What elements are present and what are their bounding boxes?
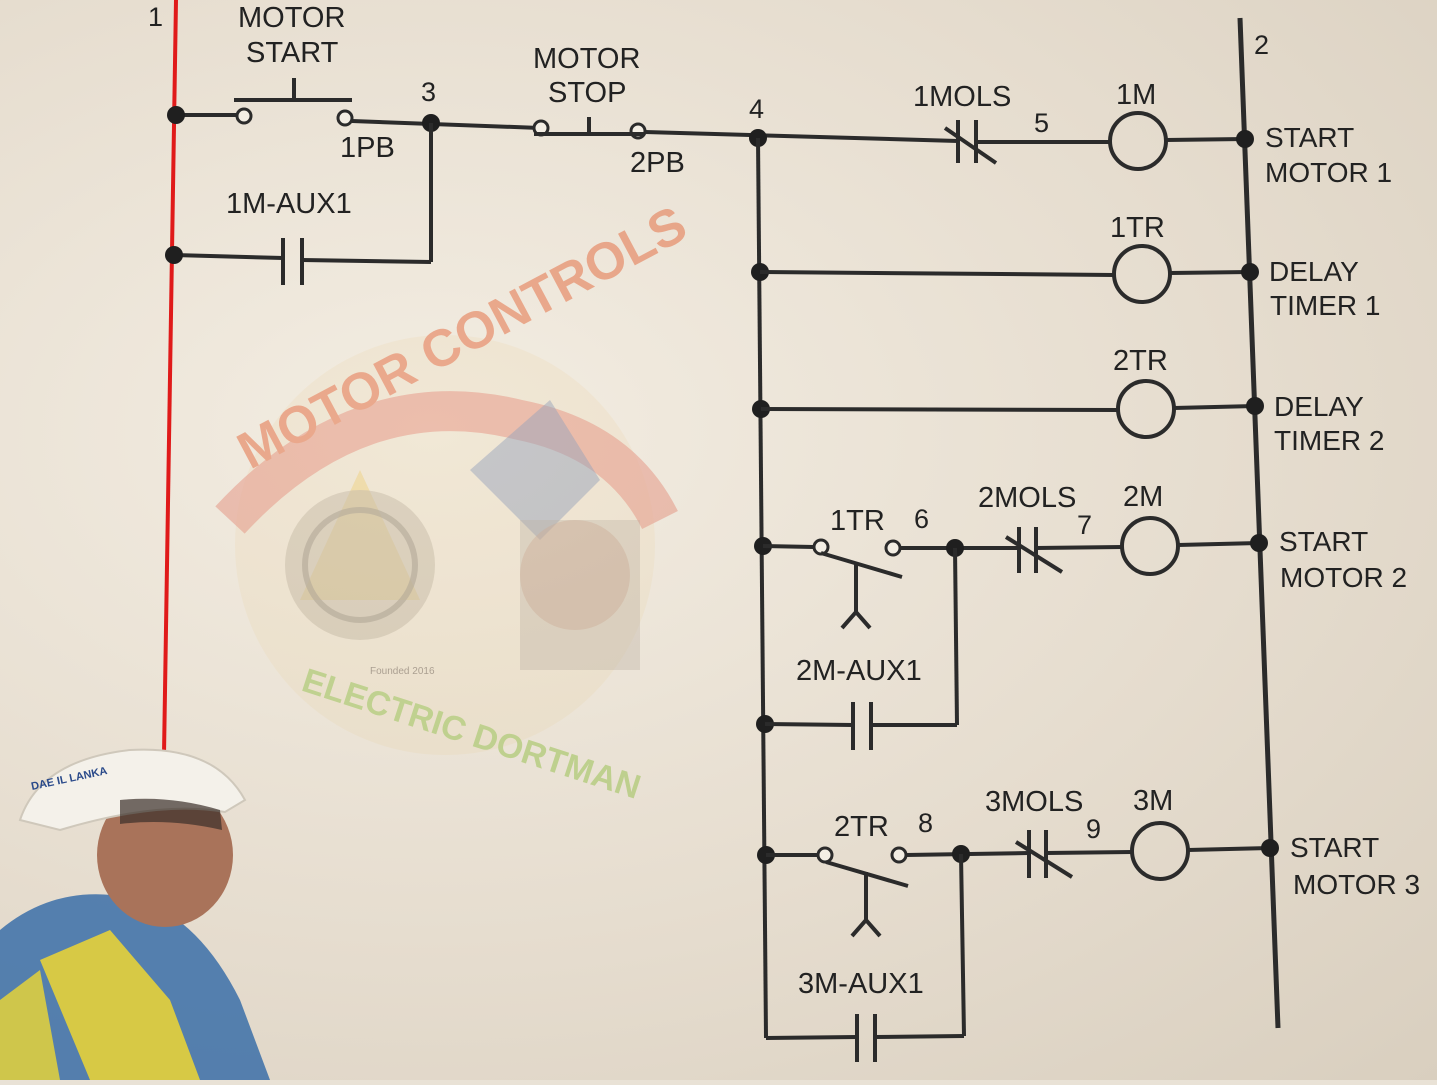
rung-5: 2TR 8 3MOLS 9 3M START MOTOR 3 3M-AUX1: [757, 785, 1420, 1062]
coil-2tr: [1116, 379, 1176, 439]
coil-1tr: [1112, 244, 1172, 304]
rung-4: 1TR 6 2MOLS 7 2M START MOTOR 2 2M-AUX1: [754, 481, 1407, 750]
coil-1m-tag: 1M: [1116, 79, 1156, 111]
rung4-desc-1: START: [1279, 526, 1368, 557]
node-4-bus: [756, 137, 768, 1039]
ol-2mols-tag: 2MOLS: [978, 482, 1076, 514]
junction-node: [1246, 397, 1264, 415]
junction-node: [1236, 130, 1254, 148]
junction-node: [165, 246, 183, 264]
rung2-desc-2: TIMER 1: [1270, 290, 1380, 321]
watermark-founded: Founded 2016: [370, 666, 435, 677]
motor-controls-logo: MOTOR CONTROLS ELECTRIC DORTMAN Founded …: [215, 195, 696, 807]
junction-node: [1261, 839, 1279, 857]
node-5-label: 5: [1034, 108, 1049, 138]
aux-1m-tag: 1M-AUX1: [226, 188, 352, 220]
node-8-label: 8: [918, 808, 933, 838]
timer-2tr-tag: 2TR: [834, 811, 889, 843]
aux-2m-tag: 2M-AUX1: [796, 655, 922, 687]
coil-1tr-tag: 1TR: [1110, 212, 1165, 244]
rung5-desc-2: MOTOR 3: [1293, 869, 1420, 900]
node-3-label: 3: [421, 77, 436, 107]
node-7-label: 7: [1077, 510, 1092, 540]
start-pb-tag: 1PB: [340, 132, 395, 164]
right-power-rail: [1237, 17, 1281, 1029]
timer-contact-1tr: [820, 551, 903, 579]
rung-2: 1TR DELAY TIMER 1: [751, 212, 1380, 321]
stop-label-2: STOP: [548, 77, 626, 109]
rung-3: 2TR DELAY TIMER 2: [752, 345, 1384, 456]
rung4-desc-2: MOTOR 2: [1280, 562, 1407, 593]
junction-node: [1241, 263, 1259, 281]
junction-node: [167, 106, 185, 124]
coil-2m: [1120, 516, 1180, 576]
rung1-desc-1: START: [1265, 122, 1354, 153]
ol-1mols-tag: 1MOLS: [913, 81, 1011, 113]
stop-pb-tag: 2PB: [630, 147, 685, 179]
node-2-label: 2: [1254, 30, 1269, 60]
node-1-label: 1: [148, 2, 163, 32]
timer-1tr-tag: 1TR: [830, 505, 885, 537]
rung1-desc-2: MOTOR 1: [1265, 157, 1392, 188]
aux-3m-tag: 3M-AUX1: [798, 968, 924, 1000]
stop-label-1: MOTOR: [533, 43, 640, 75]
rung2-desc-1: DELAY: [1269, 256, 1359, 287]
node-4-label: 4: [749, 94, 764, 124]
coil-3m: [1130, 821, 1190, 881]
worker-with-hard-hat-icon: DAE IL LANKA: [0, 748, 270, 1080]
node-9-label: 9: [1086, 814, 1101, 844]
coil-1m: [1108, 111, 1168, 171]
coil-3m-tag: 3M: [1133, 785, 1173, 817]
rung3-desc-2: TIMER 2: [1274, 425, 1384, 456]
coil-2m-tag: 2M: [1123, 481, 1163, 513]
start-label-1: MOTOR: [238, 2, 345, 34]
rung5-desc-1: START: [1290, 832, 1379, 863]
junction-node: [1250, 534, 1268, 552]
rung3-desc-1: DELAY: [1274, 391, 1364, 422]
left-power-rail: [160, 0, 178, 881]
coil-2tr-tag: 2TR: [1113, 345, 1168, 377]
node-6-label: 6: [914, 504, 929, 534]
ol-3mols-tag: 3MOLS: [985, 786, 1083, 818]
rung-1: MOTOR START 1PB 3 MOTOR STOP 2PB 4 1MOLS…: [165, 2, 1392, 285]
start-label-2: START: [246, 37, 339, 69]
